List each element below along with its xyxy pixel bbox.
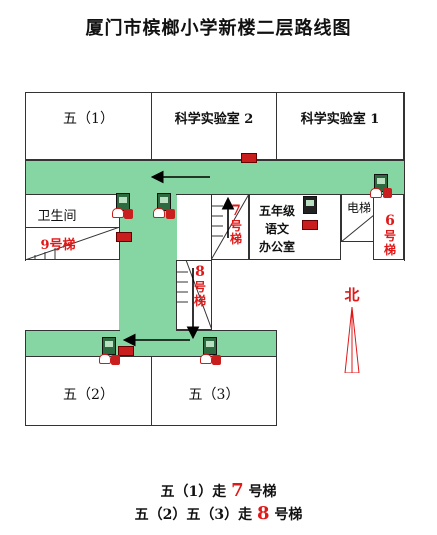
room-lab-2-label: 科学实验室 2 bbox=[174, 112, 254, 127]
room-5-2-label: 五（2） bbox=[63, 387, 114, 403]
page-title: 厦门市槟榔小学新楼二层路线图 bbox=[85, 18, 352, 39]
stair-6 bbox=[373, 194, 404, 260]
stair-8-hao: 号 bbox=[194, 280, 207, 294]
fire-sign-icon bbox=[241, 153, 257, 163]
stair-6-hao: 号 bbox=[384, 229, 397, 243]
room-5-1-label: 五（1） bbox=[63, 111, 114, 127]
fire-extinguisher-icon bbox=[102, 337, 116, 355]
hydrant-icon bbox=[166, 209, 175, 219]
stair-9-label: 9号梯 bbox=[40, 238, 76, 253]
room-office bbox=[249, 194, 341, 260]
stair-7-num: 7 bbox=[231, 203, 241, 219]
fire-extinguisher-icon bbox=[303, 196, 317, 214]
compass-north-label: 北 bbox=[344, 286, 360, 304]
room-lab-1 bbox=[276, 92, 404, 160]
hydrant-icon bbox=[370, 188, 382, 198]
room-toilet-label: 卫生间 bbox=[37, 209, 77, 224]
room-lab-2 bbox=[151, 92, 277, 160]
stair-8-num: 8 bbox=[195, 264, 205, 280]
office-label-1: 五年级 bbox=[258, 204, 295, 218]
hydrant-icon bbox=[112, 208, 124, 218]
hydrant-icon bbox=[212, 355, 221, 365]
stair-7-ti: 梯 bbox=[230, 232, 243, 246]
fire-extinguisher-icon bbox=[116, 193, 130, 211]
hydrant-icon bbox=[383, 188, 392, 198]
legend-line-1: 五（1）走 7 号梯 bbox=[160, 480, 277, 501]
office-label-2: 语文 bbox=[264, 222, 289, 236]
stair-7-hao: 号 bbox=[230, 219, 243, 233]
elevator bbox=[341, 194, 374, 242]
stair-6-ti: 梯 bbox=[384, 243, 397, 257]
hydrant-icon bbox=[124, 209, 133, 219]
elevator-label: 电梯 bbox=[346, 201, 371, 215]
fire-extinguisher-icon bbox=[203, 337, 217, 355]
stair-8-ti: 梯 bbox=[194, 294, 207, 308]
office-label-3: 办公室 bbox=[258, 240, 295, 254]
stair-7-steps bbox=[211, 194, 249, 260]
stair-6-num: 6 bbox=[385, 213, 395, 229]
fire-sign-icon bbox=[116, 232, 132, 242]
stair-8-steps bbox=[176, 260, 212, 330]
elevator-cross bbox=[341, 215, 374, 242]
hydrant-icon bbox=[99, 354, 111, 364]
compass-arrow-icon bbox=[344, 307, 360, 373]
stair-9-diagonal bbox=[25, 227, 120, 260]
hydrant-icon bbox=[111, 355, 120, 365]
legend-line-2: 五（2）五（3）走 8 号梯 bbox=[134, 503, 303, 524]
fire-sign-icon bbox=[302, 220, 318, 230]
fire-sign-icon bbox=[118, 346, 134, 356]
bottom-corridor bbox=[25, 330, 276, 356]
top-corridor bbox=[25, 160, 404, 194]
room-lab-1-label: 科学实验室 1 bbox=[300, 112, 380, 127]
hydrant-icon bbox=[200, 354, 212, 364]
hydrant-icon bbox=[153, 208, 165, 218]
room-5-3-label: 五（3） bbox=[188, 387, 240, 403]
room-5-2 bbox=[25, 356, 152, 426]
